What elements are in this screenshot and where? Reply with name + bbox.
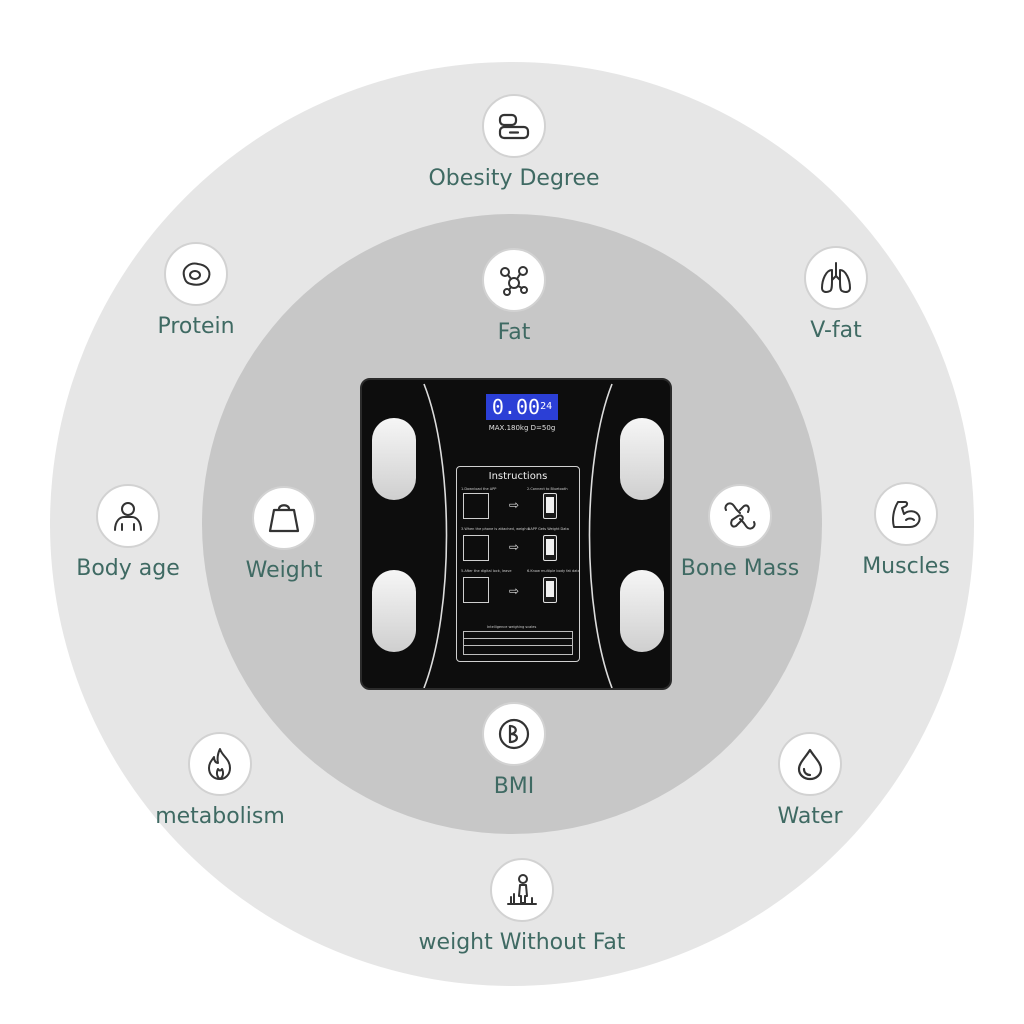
instruction-step-5: 5.After the digital lock, leave: [461, 569, 512, 573]
spec-table-title: Intelligence weighing scales: [487, 625, 537, 629]
electrode-pad-top-left: [372, 418, 416, 500]
feature-obesity-degree: Obesity Degree: [404, 94, 624, 191]
feature-label: Protein: [157, 314, 235, 339]
arrow-icon: ⇨: [509, 540, 520, 554]
protein-icon: [164, 242, 228, 306]
feature-label: Bone Mass: [680, 556, 800, 581]
feature-protein: Protein: [86, 242, 306, 339]
lock-icon: [463, 577, 489, 603]
flame-icon: [188, 732, 252, 796]
smart-scale: 0.0024 MAX.180kg D=50g Instructions 1.Do…: [360, 378, 672, 690]
arrow-icon: ⇨: [509, 584, 520, 598]
feature-fat: Fat: [404, 248, 624, 345]
instruction-step-4: 4.APP Gets Weight Data: [527, 527, 569, 531]
feature-weight: Weight: [174, 486, 394, 583]
bone-icon: [708, 484, 772, 548]
feature-label: weight Without Fat: [418, 930, 626, 955]
feature-weight-without-fat: weight Without Fat: [382, 858, 662, 955]
feature-label: Obesity Degree: [428, 166, 600, 191]
bmi-icon: [482, 702, 546, 766]
phone-icon: [543, 535, 557, 561]
spec-table-row: [464, 639, 572, 646]
feature-water: Water: [700, 732, 920, 829]
feature-label: V-fat: [810, 318, 862, 343]
lungs-icon: [804, 246, 868, 310]
feature-v-fat: V-fat: [726, 246, 946, 343]
instruction-step-1: 1.Download the APP: [461, 487, 497, 491]
body-silhouette-icon: [490, 858, 554, 922]
feature-label: Body age: [76, 556, 180, 581]
spec-table: [463, 631, 573, 655]
feature-muscles: Muscles: [796, 482, 1016, 579]
step-1-scale-icon: [463, 493, 489, 519]
instructions-title: Instructions: [488, 471, 548, 482]
instruction-step-6: 6.Know multiple body fat data: [527, 569, 580, 573]
instruction-step-2: 2.Connect to Bluetooth: [527, 487, 568, 491]
arrow-icon: ⇨: [509, 498, 520, 512]
feature-label: Weight: [245, 558, 323, 583]
electrode-pad-bottom-left: [372, 570, 416, 652]
lcd-display: 0.0024: [486, 394, 558, 420]
capacity-label: MAX.180kg D=50g: [488, 424, 556, 432]
feature-metabolism: metabolism: [110, 732, 330, 829]
water-drop-icon: [778, 732, 842, 796]
scale-decorative-curves: [423, 383, 613, 688]
phone-icon: [543, 493, 557, 519]
phone-icon: [543, 577, 557, 603]
feature-label: BMI: [493, 774, 535, 799]
lcd-value: 0.00: [491, 395, 541, 419]
obesity-degree-icon: [482, 94, 546, 158]
feature-bmi: BMI: [404, 702, 624, 799]
electrode-pad-bottom-right: [620, 570, 664, 652]
feature-label: Muscles: [862, 554, 950, 579]
weight-icon: [252, 486, 316, 550]
feature-bone-mass: Bone Mass: [630, 484, 850, 581]
muscle-arm-icon: [874, 482, 938, 546]
electrode-pad-top-right: [620, 418, 664, 500]
instructions-panel: Instructions 1.Download the APP 2.Connec…: [456, 466, 580, 662]
feature-body-age: Body age: [18, 484, 238, 581]
fat-molecule-icon: [482, 248, 546, 312]
feature-label: Fat: [497, 320, 531, 345]
feature-label: Water: [777, 804, 843, 829]
spec-table-row: [464, 632, 572, 639]
lcd-sub-value: 24: [540, 401, 553, 412]
footprints-icon: [463, 535, 489, 561]
person-icon: [96, 484, 160, 548]
instruction-step-3: 3.When the phone is attached, weigh it: [461, 527, 530, 531]
feature-label: metabolism: [155, 804, 285, 829]
